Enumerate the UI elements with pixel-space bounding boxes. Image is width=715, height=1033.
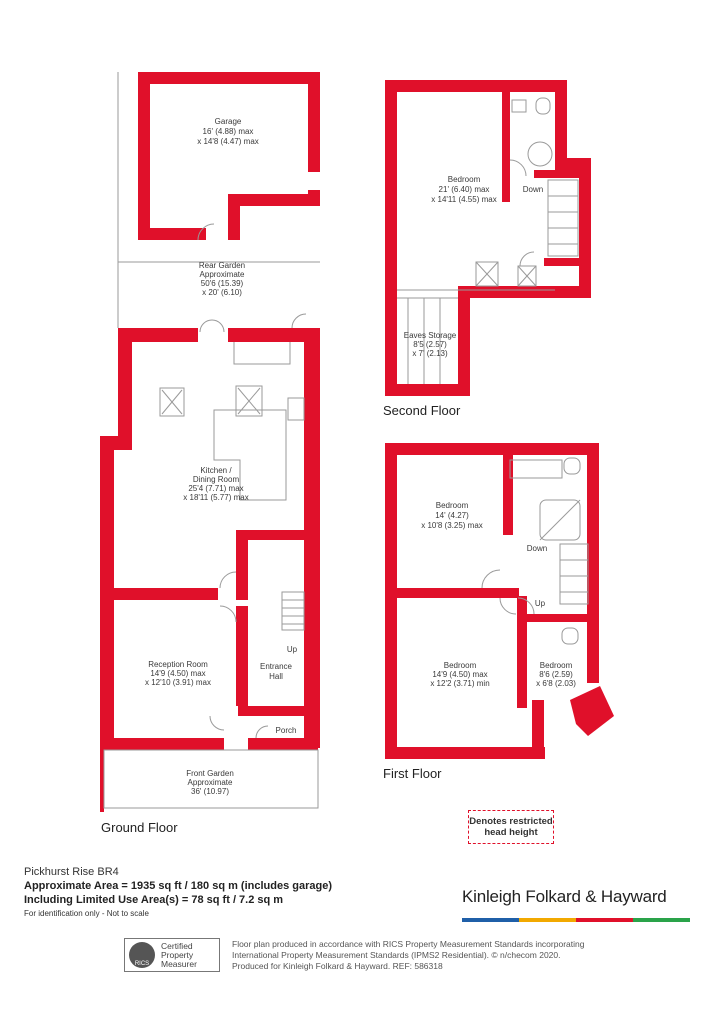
first-bed3-label: Bedroom	[540, 661, 573, 670]
ground-up-label: Up	[287, 645, 298, 654]
entrance-label: Entrance	[260, 662, 293, 671]
credits-line2: International Property Measurement Stand…	[232, 950, 561, 960]
first-up-label: Up	[535, 599, 546, 608]
rear-garden-dim1: 50'6 (15.39)	[201, 279, 244, 288]
rics-certified-text: Certified Property Measurer	[161, 942, 197, 969]
identification-note: For identification only - Not to scale	[24, 909, 149, 918]
ground-floor-plan	[100, 72, 320, 812]
first-floor-lines	[481, 457, 589, 645]
restricted-line2: head height	[484, 827, 538, 838]
front-garden-label: Front Garden	[186, 769, 234, 778]
credits-line3: Produced for Kinleigh Folkard & Hayward.…	[232, 961, 443, 971]
eaves-dim2: x 7' (2.13)	[412, 349, 448, 358]
approx-area: Approximate Area = 1935 sq ft / 180 sq m…	[24, 880, 333, 892]
first-bed1-dim1: 14' (4.27)	[435, 511, 469, 520]
limited-use-area: Including Limited Use Area(s) = 78 sq ft…	[24, 894, 284, 906]
second-bedroom-label: Bedroom	[448, 175, 481, 184]
rics-cert-line2: Property	[161, 950, 194, 960]
first-bed3-dim2: x 6'8 (2.03)	[536, 679, 576, 688]
rear-garden-dim2: x 20' (6.10)	[202, 288, 242, 297]
eaves-label: Eaves Storage	[404, 331, 457, 340]
brand-stripe-1	[462, 918, 519, 922]
rics-badge-text: RICS	[134, 961, 150, 967]
property-address: Pickhurst Rise BR4	[24, 866, 119, 878]
first-bed1-dim2: x 10'8 (3.25) max	[421, 521, 483, 530]
first-floor-plan	[385, 443, 614, 759]
reception-dim2: x 12'10 (3.91) max	[145, 678, 211, 687]
ground-floor-labels: Garage 16' (4.88) max x 14'8 (4.47) max …	[101, 117, 298, 835]
rics-cert-line1: Certified	[161, 941, 193, 951]
first-floor-labels: Bedroom 14' (4.27) x 10'8 (3.25) max Dow…	[383, 501, 576, 781]
front-garden-dim1: 36' (10.97)	[191, 787, 229, 796]
first-bed2-dim2: x 12'2 (3.71) min	[430, 679, 489, 688]
garage-dim1: 16' (4.88) max	[203, 127, 254, 136]
reception-label: Reception Room	[148, 660, 208, 669]
plan-credits: Floor plan produced in accordance with R…	[232, 939, 622, 972]
ground-floor-lines	[103, 72, 320, 809]
first-floor-title: First Floor	[383, 766, 442, 781]
second-floor-plan	[385, 80, 591, 396]
second-down-label: Down	[523, 185, 543, 194]
first-bed2-dim1: 14'9 (4.50) max	[432, 670, 487, 679]
restricted-head-height-legend: Denotes restricted head height	[468, 810, 554, 844]
garage-label: Garage	[215, 117, 242, 126]
entrance-line2: Hall	[269, 672, 283, 681]
credits-line1: Floor plan produced in accordance with R…	[232, 939, 585, 949]
brand-stripe-4	[633, 918, 690, 922]
kitchen-line2: Dining Room	[193, 475, 240, 484]
rear-garden-label: Rear Garden	[199, 261, 245, 270]
kitchen-dim1: 25'4 (7.71) max	[188, 484, 243, 493]
kitchen-label: Kitchen /	[200, 466, 232, 475]
rics-logo: RICS Certified Property Measurer	[124, 938, 220, 972]
second-floor-title: Second Floor	[383, 403, 461, 418]
restricted-line1: Denotes restricted	[469, 816, 553, 827]
first-down-label: Down	[527, 544, 547, 553]
second-bedroom-dim1: 21' (6.40) max	[439, 185, 490, 194]
second-floor-labels: Bedroom 21' (6.40) max x 14'11 (4.55) ma…	[383, 175, 543, 418]
brand-stripe-3	[576, 918, 633, 922]
brand-name: Kinleigh Folkard & Hayward	[462, 887, 667, 906]
reception-dim1: 14'9 (4.50) max	[150, 669, 205, 678]
rics-badge-icon: RICS	[129, 942, 155, 968]
front-garden-line2: Approximate	[188, 778, 233, 787]
brand-stripe-2	[519, 918, 576, 922]
eaves-dim1: 8'5 (2.57)	[413, 340, 447, 349]
porch-label: Porch	[276, 726, 297, 735]
rics-cert-line3: Measurer	[161, 959, 197, 969]
rear-garden-line2: Approximate	[200, 270, 245, 279]
property-info: Pickhurst Rise BR4 Approximate Area = 19…	[24, 866, 444, 918]
first-bed2-label: Bedroom	[444, 661, 477, 670]
kitchen-dim2: x 18'11 (5.77) max	[183, 493, 248, 502]
first-bed1-label: Bedroom	[436, 501, 469, 510]
second-floor-lines	[397, 97, 579, 384]
second-bedroom-dim2: x 14'11 (4.55) max	[431, 195, 496, 204]
ground-floor-title: Ground Floor	[101, 820, 178, 835]
first-bed3-dim1: 8'6 (2.59)	[539, 670, 573, 679]
garage-dim2: x 14'8 (4.47) max	[197, 137, 259, 146]
